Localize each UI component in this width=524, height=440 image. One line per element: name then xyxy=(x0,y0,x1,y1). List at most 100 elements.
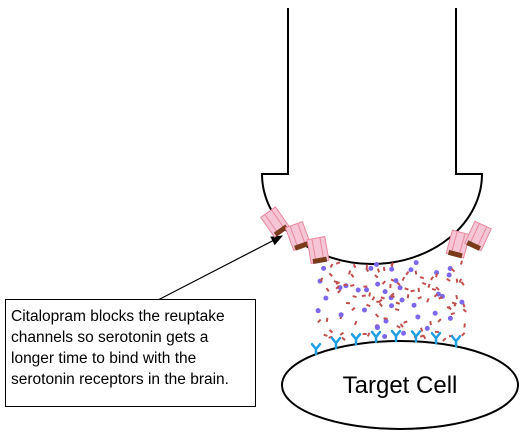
serotonin-molecule xyxy=(459,299,465,305)
receptor-shape xyxy=(430,331,442,345)
serotonin-molecule xyxy=(446,306,452,310)
serotonin-molecule xyxy=(406,294,410,299)
serotonin-molecule xyxy=(325,287,330,292)
serotonin-molecule xyxy=(431,287,437,291)
serotonin-molecule xyxy=(397,285,403,291)
serotonin-molecule xyxy=(368,292,372,297)
serotonin-molecule xyxy=(337,289,342,294)
serotonin-molecule xyxy=(453,302,457,307)
serotonin-molecule xyxy=(421,281,427,286)
serotonin-molecule xyxy=(323,333,328,337)
serotonin-molecule xyxy=(376,300,381,303)
serotonin-molecule xyxy=(380,296,385,300)
serotonin-molecule xyxy=(341,336,346,341)
serotonin-molecule xyxy=(374,274,379,279)
serotonin-receptors xyxy=(310,329,462,356)
serotonin-molecule xyxy=(430,276,435,281)
serotonin-molecule xyxy=(348,270,352,275)
serotonin-molecule xyxy=(377,268,381,273)
receptor-shape xyxy=(310,342,322,356)
target-cell-label: Target Cell xyxy=(342,372,458,399)
serotonin-molecule xyxy=(329,263,334,268)
receptor-shape xyxy=(330,336,342,350)
serotonin-molecule xyxy=(368,265,374,271)
reuptake-channel xyxy=(306,236,330,265)
serotonin-molecule xyxy=(365,264,368,269)
serotonin-molecule xyxy=(389,284,392,289)
receptor-shape xyxy=(450,335,462,348)
serotonin-molecule xyxy=(375,281,381,287)
serotonin-molecule xyxy=(339,331,345,336)
serotonin-molecule xyxy=(335,285,340,290)
serotonin-molecule xyxy=(438,296,443,300)
serotonin-molecule xyxy=(338,312,344,318)
serotonin-molecule xyxy=(350,273,355,278)
serotonin-molecule xyxy=(381,280,387,285)
serotonin-molecule xyxy=(383,317,388,320)
serotonin-molecule xyxy=(382,289,388,295)
serotonin-molecule xyxy=(390,262,395,267)
serotonin-molecule xyxy=(447,315,453,321)
serotonin-molecule xyxy=(415,314,421,320)
serotonin-molecule xyxy=(396,281,401,286)
serotonin-molecule xyxy=(364,287,370,293)
serotonin-molecule xyxy=(366,332,371,337)
serotonin-molecule xyxy=(462,308,467,313)
citalopram-blocker xyxy=(447,249,463,259)
serotonin-molecule xyxy=(328,272,333,277)
serotonin-molecule xyxy=(361,294,366,297)
serotonin-molecule xyxy=(315,308,321,314)
serotonin-receptor xyxy=(430,331,442,345)
serotonin-molecule xyxy=(419,327,424,332)
receptor-shape xyxy=(370,330,382,344)
serotonin-molecule xyxy=(408,267,414,273)
serotonin-receptor xyxy=(370,330,382,344)
serotonin-molecule xyxy=(317,318,322,324)
serotonin-molecule xyxy=(414,270,418,275)
serotonin-molecule xyxy=(401,330,407,336)
serotonin-molecule xyxy=(427,283,431,289)
serotonin-molecule xyxy=(351,306,356,312)
citalopram-blocker xyxy=(312,256,328,265)
serotonin-molecule xyxy=(450,312,456,316)
citalopram-blocker xyxy=(294,241,310,251)
serotonin-molecule xyxy=(323,295,329,301)
serotonin-molecule xyxy=(463,323,466,328)
serotonin-molecule xyxy=(432,310,438,316)
reuptake-channels xyxy=(260,206,492,265)
serotonin-molecule xyxy=(371,296,376,301)
serotonin-molecule xyxy=(433,293,439,298)
reuptake-channel xyxy=(445,229,471,259)
pointer-arrow xyxy=(157,235,284,301)
serotonin-molecule xyxy=(455,278,459,283)
serotonin-molecule xyxy=(365,267,370,273)
serotonin-molecule xyxy=(389,303,395,309)
serotonin-molecules xyxy=(315,260,467,342)
serotonin-molecule xyxy=(405,270,410,276)
serotonin-receptor xyxy=(350,332,362,346)
serotonin-molecule xyxy=(374,325,380,331)
serotonin-molecule xyxy=(350,283,355,288)
caption-box: Citalopram blocks the reuptake channels … xyxy=(5,299,256,407)
serotonin-molecule xyxy=(335,281,341,285)
serotonin-molecule xyxy=(352,263,357,269)
serotonin-molecule xyxy=(437,318,442,323)
serotonin-molecule xyxy=(355,287,361,293)
serotonin-molecule xyxy=(403,320,408,324)
serotonin-molecule xyxy=(446,278,451,282)
serotonin-molecule xyxy=(319,277,324,282)
target-cell xyxy=(281,340,519,430)
reuptake-channel xyxy=(284,221,312,251)
serotonin-molecule xyxy=(396,325,401,329)
serotonin-molecule xyxy=(361,307,367,313)
serotonin-molecule xyxy=(362,332,367,335)
serotonin-molecule xyxy=(435,286,440,291)
serotonin-molecule xyxy=(411,302,417,308)
serotonin-molecule xyxy=(442,337,447,342)
serotonin-molecule xyxy=(382,266,386,272)
serotonin-molecule xyxy=(378,302,383,308)
serotonin-molecule xyxy=(374,313,380,318)
channel-line xyxy=(289,225,299,249)
